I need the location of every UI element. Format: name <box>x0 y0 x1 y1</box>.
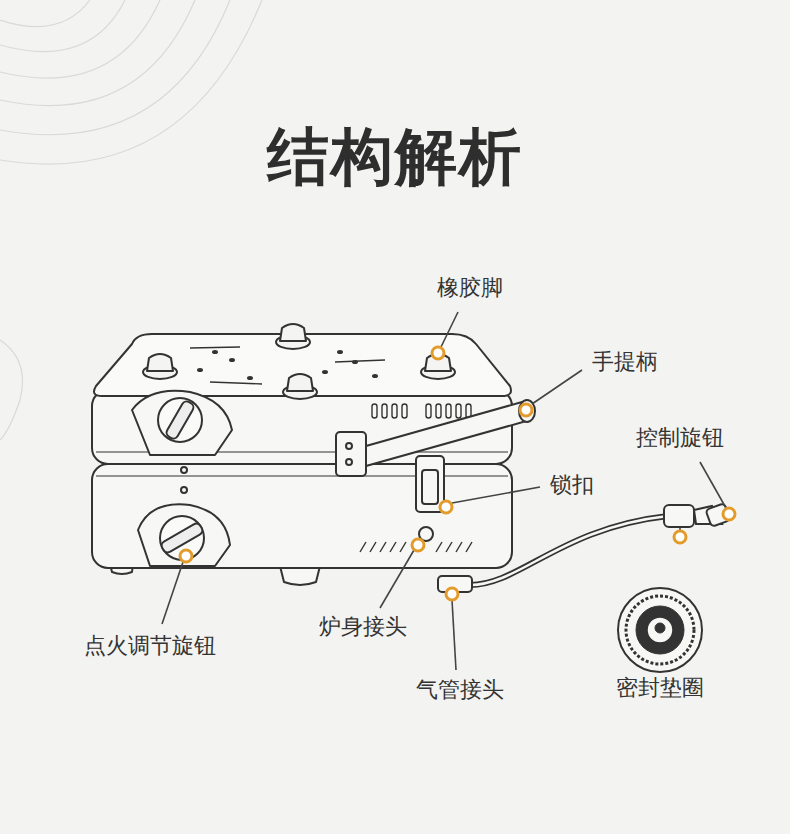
part-label: 气管接头 <box>416 675 504 705</box>
part-label: 锁扣 <box>550 470 594 500</box>
part-label: 密封垫圈 <box>616 673 704 703</box>
part-label: 控制旋钮 <box>636 423 724 453</box>
gas-hose <box>438 503 730 592</box>
page-title: 结构解析 <box>267 115 523 199</box>
callout-dots <box>180 347 735 600</box>
part-label: 手提柄 <box>592 347 658 377</box>
part-label: 炉身接头 <box>319 612 407 642</box>
stove-body <box>92 324 535 585</box>
seal-ring <box>618 588 702 672</box>
part-label: 点火调节旋钮 <box>84 631 216 661</box>
part-label: 橡胶脚 <box>437 273 503 303</box>
leader-lines <box>162 312 726 670</box>
